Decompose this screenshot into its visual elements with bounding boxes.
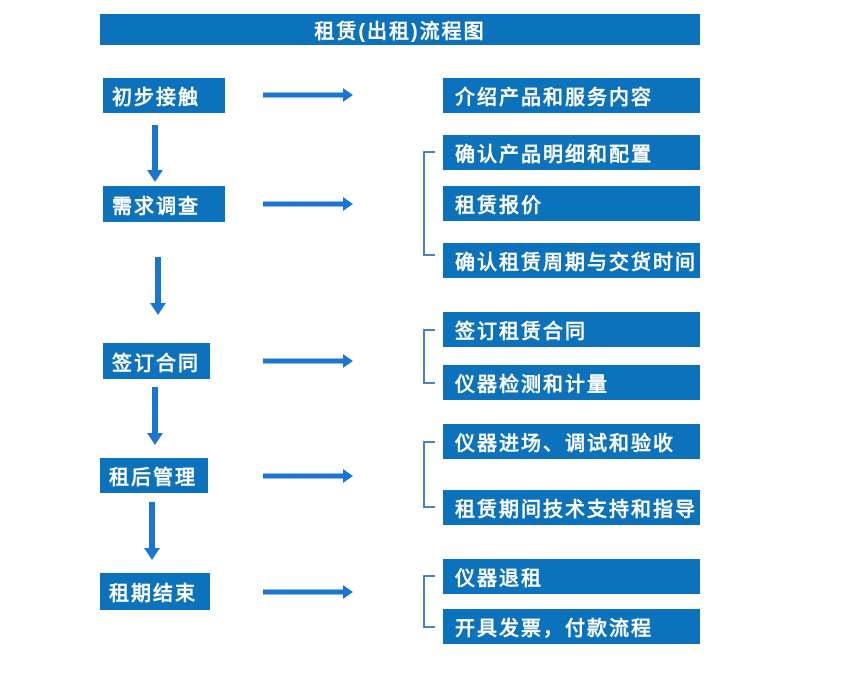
- detail-box: 仪器检测和计量: [443, 365, 700, 400]
- detail-box: 仪器退租: [443, 559, 700, 594]
- detail-box: 租赁报价: [443, 186, 700, 221]
- right-arrow-head: [343, 469, 353, 483]
- detail-box: 确认租赁周期与交货时间: [443, 243, 700, 278]
- step-box: 租后管理: [100, 458, 208, 493]
- down-arrow-head: [150, 303, 166, 315]
- detail-box: 签订租赁合同: [443, 312, 700, 347]
- right-arrow-head: [343, 88, 353, 102]
- right-arrow-head: [343, 197, 353, 211]
- group-bracket: [423, 151, 435, 256]
- down-arrow-head: [147, 433, 163, 445]
- flowchart-title: 租赁(出租)流程图: [100, 14, 700, 45]
- group-bracket: [423, 329, 435, 384]
- step-box: 租期结束: [100, 573, 210, 610]
- step-box: 需求调查: [103, 186, 225, 222]
- detail-box: 介绍产品和服务内容: [443, 78, 700, 113]
- group-bracket: [423, 575, 435, 628]
- detail-box: 租赁期间技术支持和指导: [443, 490, 700, 525]
- down-arrow-head: [144, 548, 160, 560]
- detail-box: 仪器进场、调试和验收: [443, 424, 700, 459]
- down-arrow-head: [147, 170, 163, 182]
- detail-box: 确认产品明细和配置: [443, 135, 700, 170]
- step-box: 签订合同: [103, 343, 210, 379]
- right-arrow-head: [343, 354, 353, 368]
- group-bracket: [423, 441, 435, 508]
- right-arrow-head: [343, 585, 353, 599]
- detail-box: 开具发票，付款流程: [443, 609, 700, 644]
- step-box: 初步接触: [103, 78, 225, 113]
